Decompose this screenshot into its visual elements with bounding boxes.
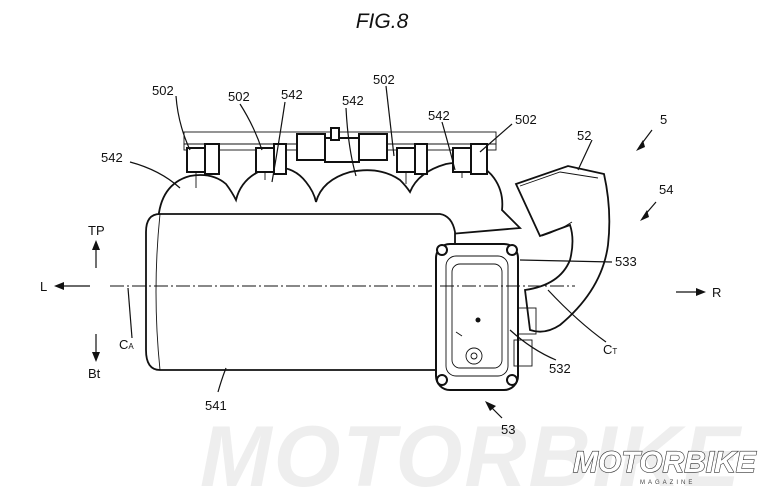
label-ca-sub: A	[128, 342, 134, 351]
label-541: 541	[205, 398, 227, 413]
label-502-d: 502	[515, 112, 537, 127]
label-533: 533	[615, 254, 637, 269]
watermark-logo-subtext: MAGAZINE	[640, 480, 695, 486]
watermark-logo-text: MOTORBIKE	[573, 446, 757, 479]
label-bt: Bt	[88, 366, 101, 381]
airbox-assembly	[110, 128, 609, 390]
intake-duct-52	[516, 166, 609, 332]
label-502-a: 502	[152, 83, 174, 98]
label-53: 53	[501, 422, 515, 437]
label-502-b: 502	[228, 89, 250, 104]
label-tp: TP	[88, 223, 105, 238]
label-ca: CA	[119, 337, 134, 352]
label-542-b: 542	[342, 93, 364, 108]
label-502-c: 502	[373, 72, 395, 87]
label-ca-main: C	[119, 337, 128, 352]
label-ct-sub: T	[612, 347, 617, 356]
label-542-d: 542	[101, 150, 123, 165]
throttle-body-53	[436, 244, 536, 390]
label-542-c: 542	[428, 108, 450, 123]
figure-title: FIG.8	[356, 10, 409, 33]
main-housing-541	[146, 214, 455, 370]
label-left: L	[40, 279, 47, 294]
label-542-a: 542	[281, 87, 303, 102]
label-5: 5	[660, 112, 667, 127]
label-54: 54	[659, 182, 673, 197]
label-52: 52	[577, 128, 591, 143]
label-ct: CT	[603, 342, 617, 357]
label-right: R	[712, 285, 721, 300]
label-532: 532	[549, 361, 571, 376]
label-ct-main: C	[603, 342, 612, 357]
